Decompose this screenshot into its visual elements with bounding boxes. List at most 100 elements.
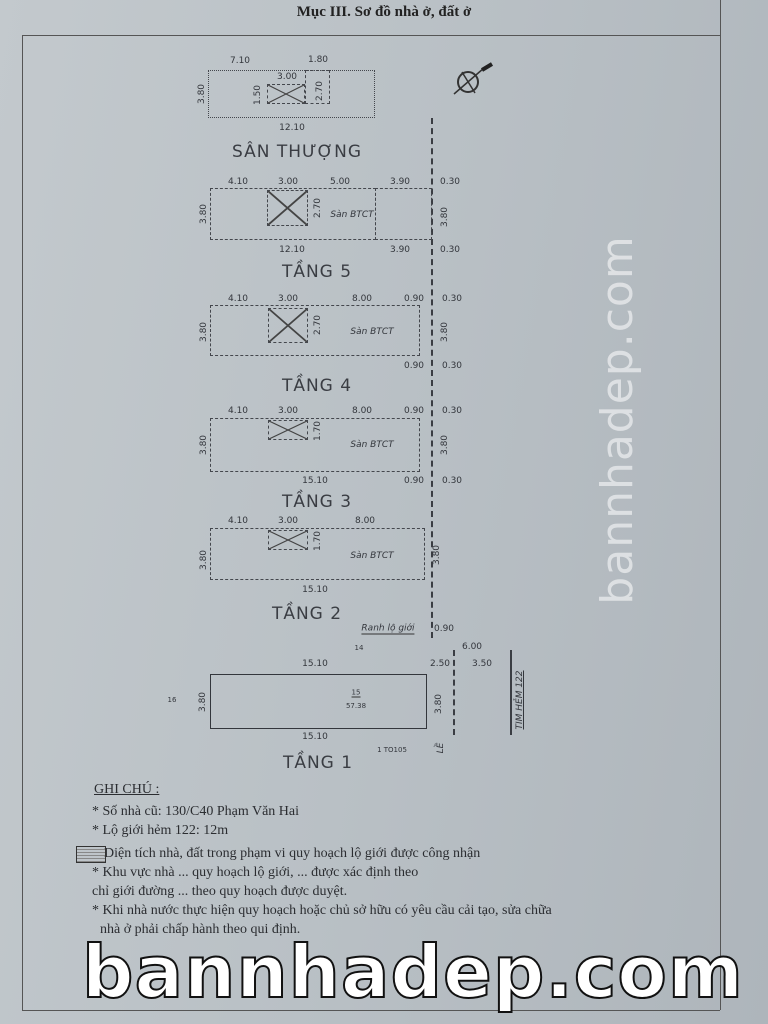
dim-label: 0.30 (439, 177, 461, 187)
notes-section: GHI CHÚ : * Số nhà cũ: 130/C40 Phạm Văn … (76, 780, 552, 939)
dim-label: 0.30 (441, 294, 463, 304)
dim-label: 4.10 (227, 294, 249, 304)
dim-label: 3.00 (277, 516, 299, 526)
dim-label: 6.00 (461, 642, 483, 652)
setback-label: Ranh lộ giới (361, 623, 415, 635)
dim-label: 8.00 (354, 516, 376, 526)
north-arrow-icon (453, 62, 494, 95)
notes-heading: GHI CHÚ : (94, 782, 160, 797)
slab-label: Sàn BTCT (330, 210, 374, 220)
sheet-label: 1 TO105 (377, 746, 407, 754)
dim-label: 0.90 (403, 294, 425, 304)
parcel-label: 16 (167, 696, 177, 704)
floor-title: TẦNG 3 (281, 492, 353, 512)
dim-label: 3.80 (198, 691, 208, 713)
dim-label: 5.00 (329, 177, 351, 187)
dim-label: 3.80 (432, 544, 442, 566)
page-border-right (720, 0, 721, 1010)
stair-void (268, 420, 308, 440)
dim-label: 12.10 (279, 123, 305, 133)
dim-label: 3.80 (440, 321, 450, 343)
dim-label: 15.10 (302, 659, 328, 669)
floor-outline (210, 418, 420, 472)
note-line: chỉ giới đường ... theo quy hoạch được d… (92, 884, 348, 899)
floor-title: TẦNG 5 (281, 262, 353, 282)
dim-label: 1.50 (253, 84, 263, 106)
dim-label: 2.70 (313, 314, 323, 336)
sidewalk-label: LỀ (436, 742, 446, 754)
dim-label: 3.80 (199, 549, 209, 571)
dim-label: 3.80 (199, 434, 209, 456)
hatched-legend-icon (76, 846, 106, 863)
dim-label: 3.00 (277, 294, 299, 304)
dim-label: 3.80 (434, 693, 444, 715)
stair-void (267, 84, 305, 104)
parcel-number: 15 (351, 688, 361, 698)
dim-label: 4.10 (227, 406, 249, 416)
note-line: * Số nhà cũ: 130/C40 Phạm Văn Hai (92, 804, 300, 819)
dim-label: 3.90 (389, 177, 411, 187)
dim-label: 0.90 (433, 624, 455, 634)
dim-label: 3.00 (277, 406, 299, 416)
dim-label: 3.90 (389, 245, 411, 255)
dim-label: 0.30 (441, 476, 463, 486)
dim-label: 3.80 (440, 206, 450, 228)
dim-label: 3.00 (276, 72, 298, 82)
floor-title: TẦNG 2 (271, 604, 343, 624)
parcel-area: 57.38 (345, 702, 367, 710)
floor-title: TẦNG 1 (282, 753, 354, 773)
sidewalk-line (453, 650, 455, 735)
dim-label: 3.80 (199, 203, 209, 225)
dim-label: 2.70 (313, 197, 323, 219)
alley-label: TIM HẺM 122 (515, 670, 525, 730)
parcel-label: 14 (354, 644, 364, 652)
balcony-outline (375, 188, 432, 240)
floor-outline (210, 305, 420, 356)
dim-label: 3.50 (471, 659, 493, 669)
boundary-line (431, 118, 433, 638)
dim-label: 8.00 (351, 294, 373, 304)
stair-void (268, 530, 308, 550)
floor-title: SÂN THƯỢNG (231, 142, 363, 162)
dim-label: 1.70 (313, 530, 323, 552)
dim-label: 4.10 (227, 177, 249, 187)
note-line: * Khu vực nhà ... quy hoạch lộ giới, ...… (92, 865, 419, 880)
dim-label: 2.70 (315, 80, 325, 102)
dim-label: 1.80 (307, 55, 329, 65)
slab-label: Sàn BTCT (350, 551, 394, 561)
dim-label: 8.00 (351, 406, 373, 416)
alley-centerline (510, 650, 512, 735)
note-line: Diện tích nhà, đất trong phạm vi quy hoạ… (104, 846, 481, 861)
slab-label: Sàn BTCT (350, 327, 394, 337)
dim-label: 0.30 (439, 245, 461, 255)
floor-outline (210, 528, 425, 580)
dim-label: 15.10 (302, 732, 328, 742)
page-border-bottom (22, 1010, 720, 1011)
dim-label: 2.50 (429, 659, 451, 669)
stair-room (305, 70, 330, 104)
dim-label: 0.30 (441, 406, 463, 416)
dim-label: 3.80 (440, 434, 450, 456)
dim-label: 1.70 (313, 420, 323, 442)
roof-outline (208, 70, 375, 118)
stair-void (267, 190, 308, 226)
floor-title: TẦNG 4 (281, 376, 353, 396)
lot-outline (210, 674, 427, 729)
dim-label: 15.10 (302, 476, 328, 486)
dim-label: 4.10 (227, 516, 249, 526)
dim-label: 3.00 (277, 177, 299, 187)
dim-label: 0.90 (403, 406, 425, 416)
dim-label: 7.10 (229, 56, 251, 66)
dim-label: 0.30 (441, 361, 463, 371)
stair-void (268, 308, 308, 343)
note-line: nhà ở phải chấp hành theo qui định. (100, 922, 301, 937)
note-line: * Khi nhà nước thực hiện quy hoạch hoặc … (92, 903, 552, 918)
watermark-center: bannhadep.com (592, 235, 643, 605)
slab-label: Sàn BTCT (350, 440, 394, 450)
section-title: Mục III. Sơ đồ nhà ở, đất ở (296, 4, 472, 20)
page-border-left (22, 35, 23, 1010)
dim-label: 15.10 (302, 585, 328, 595)
dim-label: 0.90 (403, 476, 425, 486)
dim-label: 3.80 (199, 321, 209, 343)
page-border-top (22, 35, 720, 36)
